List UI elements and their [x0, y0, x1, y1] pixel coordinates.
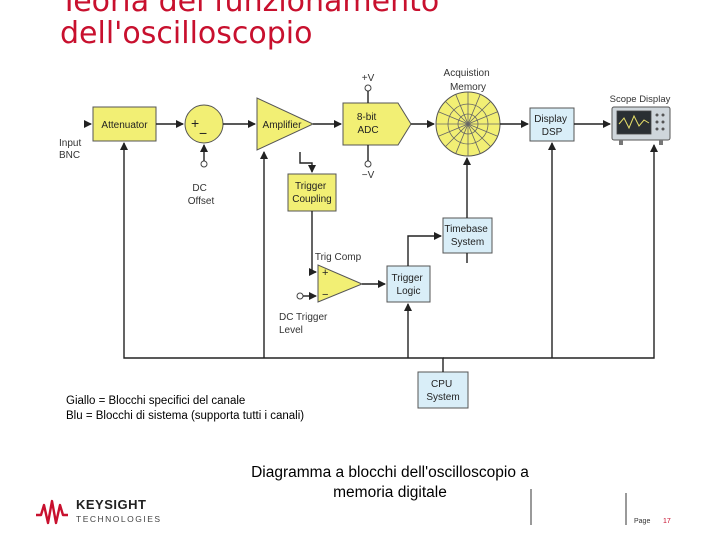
dc-offset-label: DC Offset [188, 183, 215, 207]
input-bnc-label: Input BNC [59, 138, 84, 161]
minus-v-label: −V [362, 170, 375, 181]
legend-yellow: Giallo = Blocchi specifici del canale [66, 395, 246, 407]
trigger-logic-label: Trigger Logic [391, 273, 425, 297]
cpu-system-label: CPU System [426, 379, 459, 403]
dc-offset-terminal [200, 160, 208, 168]
page-number: 17 [663, 518, 671, 525]
legend-blue: Blu = Blocchi di sistema (supporta tutti… [66, 410, 305, 422]
amplifier-block: Amplifier [256, 97, 315, 151]
comp-plus-sign: + [322, 267, 328, 279]
color-legend: Giallo = Blocchi specifici del canale Bl… [66, 394, 304, 424]
logo-subtitle: TECHNOLOGIES [76, 514, 162, 524]
slide-title-line2: dell'oscilloscopio [60, 16, 313, 51]
caption-line1: Diagramma a blocchi dell'oscilloscopio a [251, 464, 529, 481]
adc-label: 8-bit ADC [357, 112, 379, 136]
comp-minus-sign: − [322, 289, 328, 301]
attenuator-label: Attenuator [101, 120, 148, 131]
minus-v-terminal [364, 160, 372, 168]
scope-display-label: Scope Display [610, 94, 671, 105]
plus-v-terminal [364, 84, 372, 92]
signal-connections [84, 91, 658, 372]
keysight-wave-icon [36, 499, 68, 525]
display-dsp-label: Display DSP [534, 114, 570, 138]
caption-line2: memoria digitale [333, 484, 447, 501]
trigger-logic-block: Trigger Logic [386, 265, 431, 303]
amplifier-label: Amplifier [263, 120, 303, 131]
page-label: Page [634, 518, 651, 525]
summer-node: + − [184, 104, 224, 144]
plus-v-label: +V [362, 73, 375, 84]
timebase-system-label: Timebase System [444, 224, 490, 248]
footer-divider-2 [625, 493, 627, 525]
attenuator-block: Attenuator [92, 106, 157, 142]
dc-trigger-level-terminal [296, 292, 304, 300]
scope-display-icon [611, 106, 671, 145]
trigger-comparator-block: + − [317, 264, 364, 303]
footer-divider-1 [530, 489, 532, 525]
slide-title: Teoria del funzionamento dell'oscillosco… [60, 0, 439, 50]
logo-name: KEYSIGHT [76, 497, 147, 512]
keysight-logo: KEYSIGHT TECHNOLOGIES [34, 497, 164, 527]
trigger-coupling-block: Trigger Coupling [287, 173, 337, 212]
timebase-system-block: Timebase System [442, 217, 493, 254]
acquisition-memory-block [435, 91, 501, 157]
acquisition-memory-label: Acquistion Memory [444, 68, 493, 93]
summer-plus-sign: + [191, 115, 199, 131]
cpu-system-block: CPU System [417, 371, 469, 409]
summer-minus-sign: − [199, 125, 207, 141]
diagram-caption: Diagramma a blocchi dell'oscilloscopio a… [215, 463, 565, 503]
slide-title-line1: Teoria del funzionamento [60, 0, 440, 19]
adc-block: 8-bit ADC [342, 102, 412, 146]
dc-trigger-level-label: DC Trigger Level [279, 312, 330, 336]
display-dsp-block: Display DSP [529, 107, 575, 142]
trig-comp-label: Trig Comp [315, 252, 362, 263]
trigger-coupling-label: Trigger Coupling [292, 181, 331, 205]
